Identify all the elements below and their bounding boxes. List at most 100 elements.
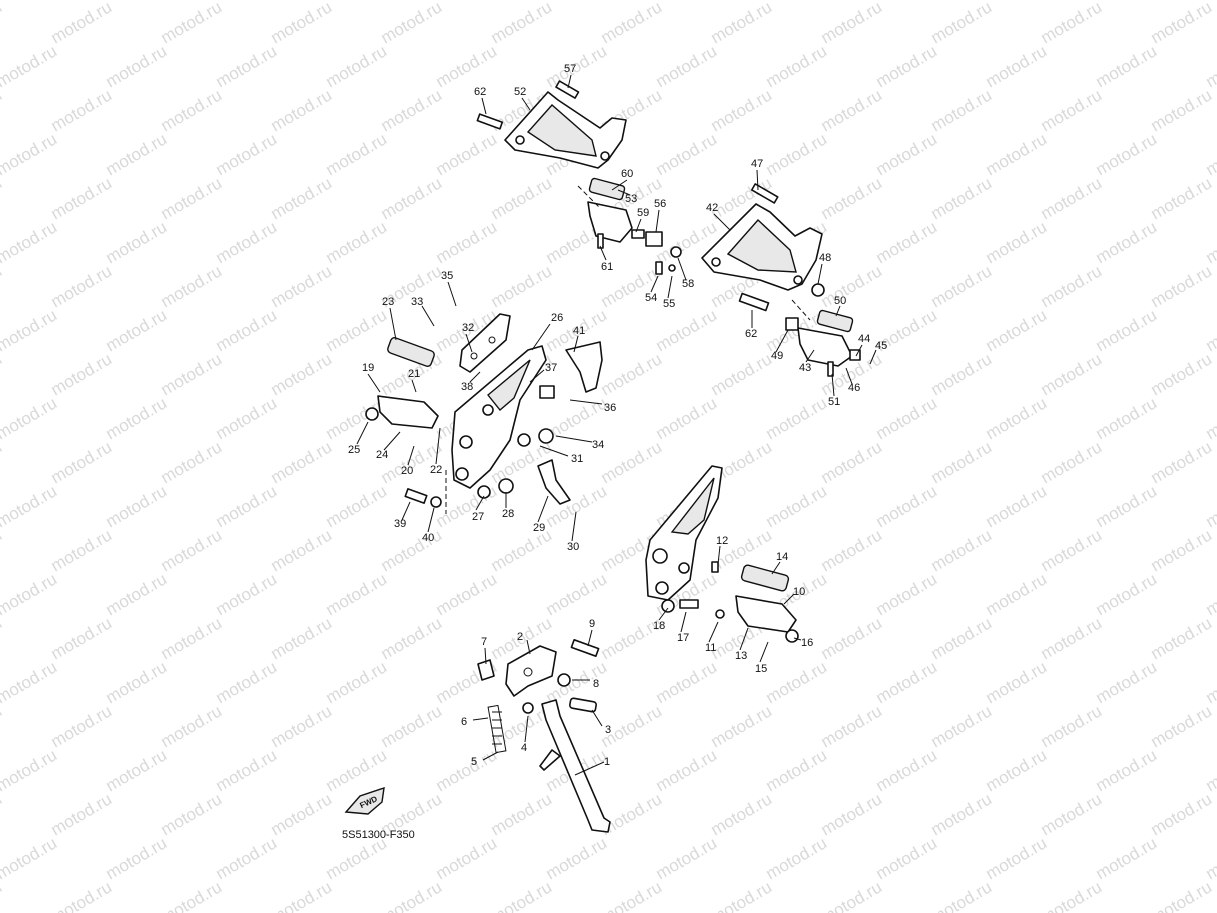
nut-48 [811,283,825,297]
leader-line-41 [573,335,579,353]
leader-line-21 [411,379,417,393]
callout-31: 31 [571,453,584,465]
leader-line-3 [591,709,603,727]
leader-line-9 [587,629,593,647]
leader-line-54 [650,275,659,293]
leader-line-24 [383,431,401,451]
callout-55: 55 [663,298,676,310]
rear-footrest-bracket-right [701,203,823,291]
leader-line-59 [635,218,642,233]
callout-8: 8 [593,678,600,690]
callout-48: 48 [819,252,832,264]
callout-32: 32 [462,322,475,334]
leader-line-7 [484,647,487,665]
leader-line-20 [407,445,415,466]
leader-line-6 [472,717,489,721]
leader-line-29 [537,495,549,523]
leader-line-25 [356,421,369,445]
leader-line-10 [783,593,795,605]
callout-57: 57 [564,63,577,75]
rear-peg-left [587,177,633,243]
sidestand-bracket-2 [505,645,557,697]
callout-50: 50 [834,295,847,307]
leader-line-22 [435,427,441,465]
leader-line-55 [667,275,673,299]
pivot-parts-56-59 [597,229,682,275]
callout-26: 26 [551,312,564,324]
leader-line-1 [574,761,605,776]
callout-35: 35 [441,270,454,282]
leader-line-30 [571,511,577,542]
callout-37: 37 [545,362,558,374]
callout-15: 15 [755,663,768,675]
callout-28: 28 [502,508,515,520]
leader-line-12 [717,545,721,565]
bolt-57 [555,80,580,99]
bolt-47 [750,183,779,204]
leader-line-56 [655,209,660,233]
leader-line-32 [465,333,473,353]
callout-23: 23 [382,296,395,308]
leader-line-49 [775,329,789,353]
leader-line-52 [521,97,531,111]
callout-52: 52 [514,86,527,98]
bolt-62-top [476,113,504,130]
callout-22: 22 [430,464,443,476]
leader-line-17 [680,611,687,633]
callout-2: 2 [517,631,524,643]
leader-line-48 [817,263,823,285]
callout-27: 27 [472,511,485,523]
leader-line-51 [831,373,835,397]
rear-footrest-bracket-left [504,91,627,169]
leader-line-34 [555,435,593,443]
callout-13: 13 [735,650,748,662]
callout-60: 60 [621,168,634,180]
leader-line-45 [869,349,877,365]
leader-line-31 [539,445,569,457]
leader-line-35 [447,281,457,307]
rider-footrest-bracket-right [645,465,723,601]
rider-footrest-bracket-left [451,345,547,489]
callout-34: 34 [592,439,605,451]
leader-line-62 [481,97,487,115]
callout-16: 16 [801,637,814,649]
rear-peg-right [785,309,861,377]
leader-line-58 [677,257,687,281]
callout-6: 6 [461,716,468,728]
callout-17: 17 [677,632,690,644]
callout-38: 38 [461,381,474,393]
leader-line-44 [855,344,863,357]
callout-40: 40 [422,532,435,544]
leader-line-60 [611,179,628,191]
leader-line-23 [389,307,397,341]
callout-24: 24 [376,449,389,461]
callout-54: 54 [645,292,658,304]
leader-line-2 [526,639,531,655]
front-peg-right [661,561,799,643]
callout-18: 18 [653,620,666,632]
alignment-lines [445,185,811,514]
leader-line-50 [835,305,841,317]
leader-line-61 [599,245,607,261]
leader-line-57 [567,74,572,89]
callout-1: 1 [604,756,611,768]
callout-49: 49 [771,350,784,362]
leader-line-33 [421,305,435,327]
callout-43: 43 [799,362,812,374]
callout-53: 53 [625,193,638,205]
callout-42: 42 [706,202,719,214]
leader-line-39 [401,501,411,521]
callout-7: 7 [481,636,488,648]
callout-39: 39 [394,518,407,530]
leader-line-53 [617,189,631,196]
sidestand-bolts [477,638,600,714]
callout-19: 19 [362,362,375,374]
leader-line-37 [529,369,545,383]
callout-51: 51 [828,396,841,408]
callout-21: 21 [408,368,421,380]
sidestand-1 [539,699,611,833]
leader-line-40 [427,507,435,533]
callout-62: 62 [745,328,758,340]
